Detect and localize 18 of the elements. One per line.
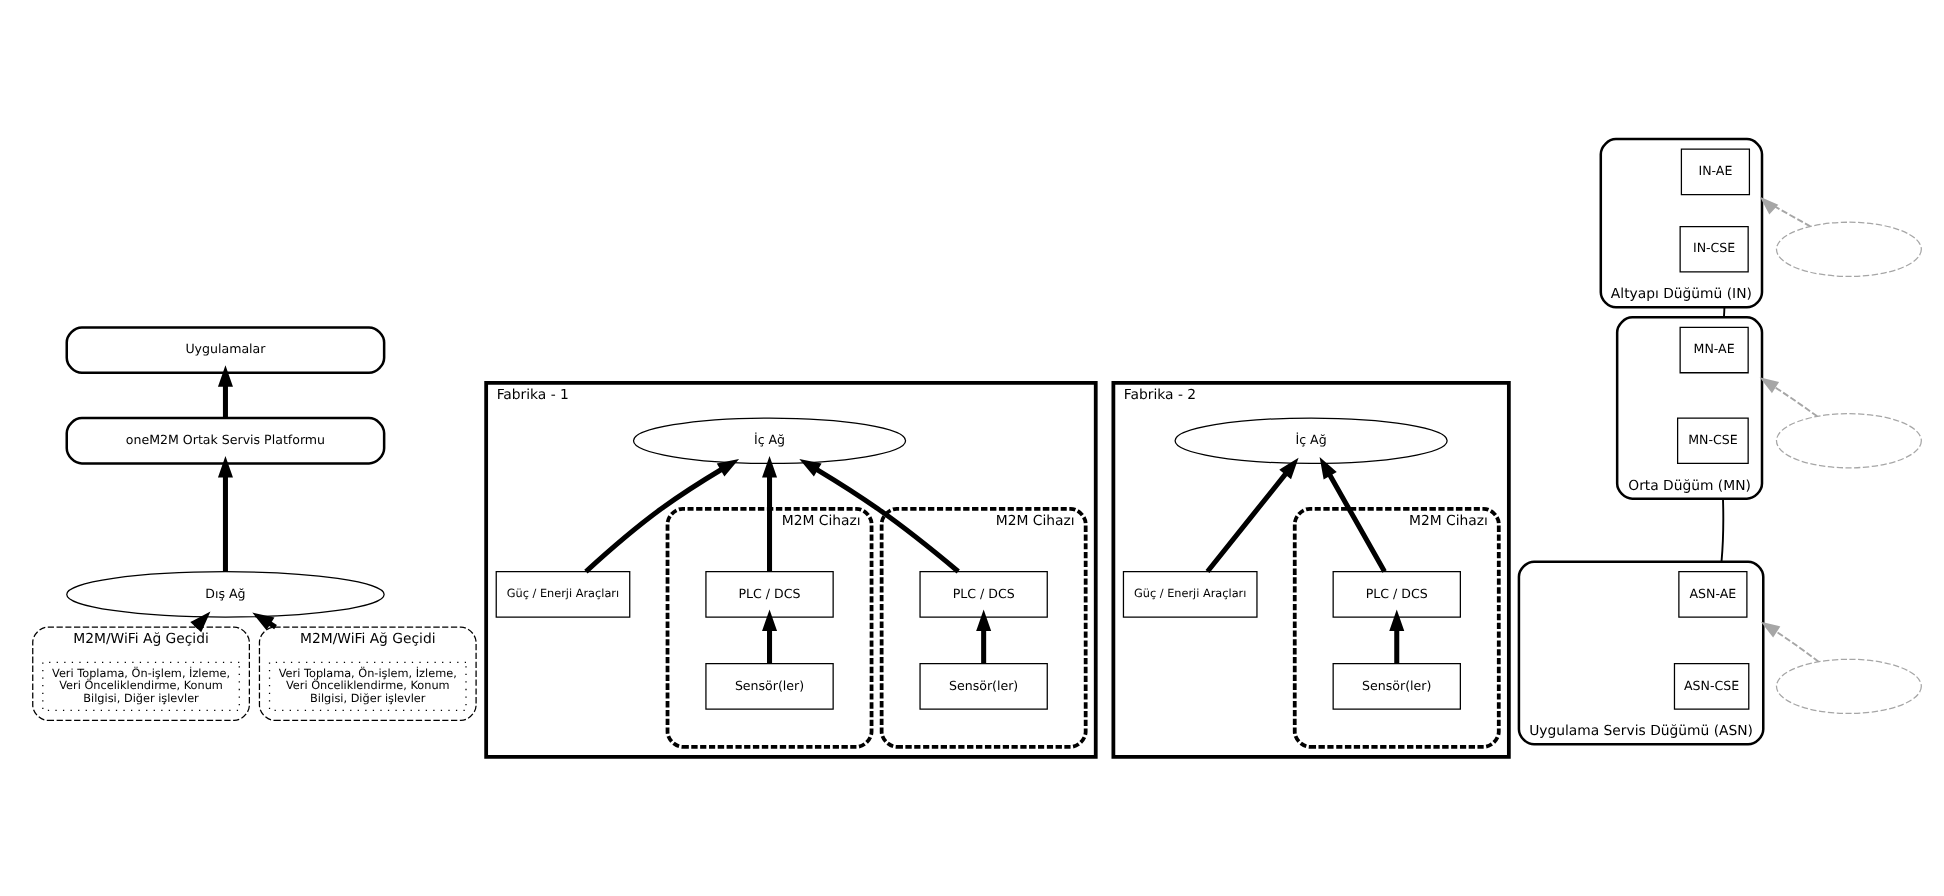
arrow [1759, 377, 1819, 418]
arrow [584, 459, 740, 574]
node-ellipse [1775, 658, 1922, 715]
arrow [217, 365, 233, 418]
arrow [1319, 457, 1387, 573]
connector [1720, 497, 1725, 563]
arrow [217, 456, 233, 572]
node-ellipse [1775, 413, 1922, 469]
connector [1722, 306, 1726, 319]
node-ellipse [1775, 221, 1922, 278]
arrow [976, 609, 992, 664]
arrow [762, 609, 778, 664]
arrow [1389, 609, 1405, 664]
arrow [1760, 621, 1820, 663]
arrow [1759, 196, 1812, 228]
arrow [1205, 457, 1299, 574]
arrow [762, 456, 778, 572]
arrow [799, 459, 960, 574]
